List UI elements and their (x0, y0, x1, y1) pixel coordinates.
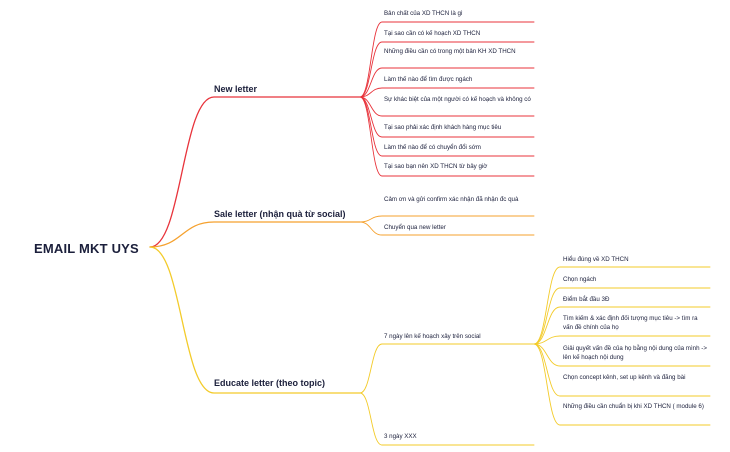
branch-sale-letter: Sale letter (nhận quà từ social) (214, 209, 346, 219)
connector-new-letter-3 (359, 67, 535, 98)
connector-new-letter-1 (359, 21, 535, 98)
leaf-7-ngay-6: Chọn concept kênh, set up kênh và đăng b… (563, 374, 686, 381)
leaf-new-letter-4: Làm thế nào để tìm được ngách (384, 76, 473, 83)
connector-sale-letter-2 (359, 221, 535, 236)
connector-7-ngay-4 (533, 335, 711, 345)
branch-new-letter: New letter (214, 84, 258, 94)
connector-new-letter-4 (359, 87, 535, 98)
connector-root-educate-letter (149, 246, 361, 394)
connector-7-ngay-1 (533, 266, 711, 345)
connector-new-letter-2 (359, 41, 535, 98)
leaf-7-ngay-1: Hiểu đúng về XD THCN (563, 256, 629, 263)
connector-7-ngay-5 (533, 343, 711, 367)
leaf-7-ngay-5: Giải quyết vấn đề của họ bằng nội dung c… (563, 345, 707, 361)
leaf-7-ngay-2: Chọn ngách (563, 276, 597, 283)
leaf-sale-letter-1: Cảm ơn và gửi confirm xác nhận đã nhận đ… (384, 196, 519, 203)
leaf-7-ngay-4: Tìm kiếm & xác định đối tượng mục tiêu -… (563, 315, 698, 331)
leaf-new-letter-5: Sự khác biệt của một người có kế hoạch v… (384, 96, 531, 103)
leaf-7-ngay-3: Điểm bắt đầu 3Đ (563, 296, 610, 303)
connector-root-new-letter (149, 96, 361, 248)
subtopic-3-ngay: 3 ngày XXX (384, 433, 417, 440)
leaf-new-letter-7: Làm thế nào để có chuyển đổi sớm (384, 144, 481, 151)
connector-sale-letter-1 (359, 215, 535, 223)
leaf-new-letter-2: Tại sao cần có kế hoạch XD THCN (384, 30, 481, 37)
leaf-7-ngay-7: Những điều cần chuẩn bị khi XD THCN ( mo… (563, 403, 704, 410)
connector-root-sale-letter (149, 221, 361, 248)
root-topic: EMAIL MKT UYS (34, 241, 139, 256)
subtopic-7-ngay: 7 ngày lên kế hoạch xây trên social (384, 333, 481, 340)
connector-educate-3-ngay (359, 392, 535, 446)
connector-7-ngay-7 (533, 343, 711, 426)
leaf-new-letter-6: Tại sao phải xác định khách hàng mục tiê… (384, 124, 502, 131)
connector-7-ngay-2 (533, 287, 711, 345)
connector-7-ngay-6 (533, 343, 711, 397)
connector-educate-7-ngay (359, 343, 535, 394)
leaf-sale-letter-2: Chuyển qua new letter (384, 224, 446, 231)
leaf-new-letter-1: Bản chất của XD THCN là gì (384, 10, 463, 17)
connector-7-ngay-3 (533, 306, 711, 345)
branch-educate-letter: Educate letter (theo topic) (214, 378, 326, 388)
leaf-new-letter-8: Tại sao bạn nên XD THCN từ bây giờ (384, 163, 488, 170)
connector-new-letter-8 (359, 96, 535, 177)
leaf-new-letter-3: Những điều cần có trong một bản KH XD TH… (384, 48, 516, 55)
